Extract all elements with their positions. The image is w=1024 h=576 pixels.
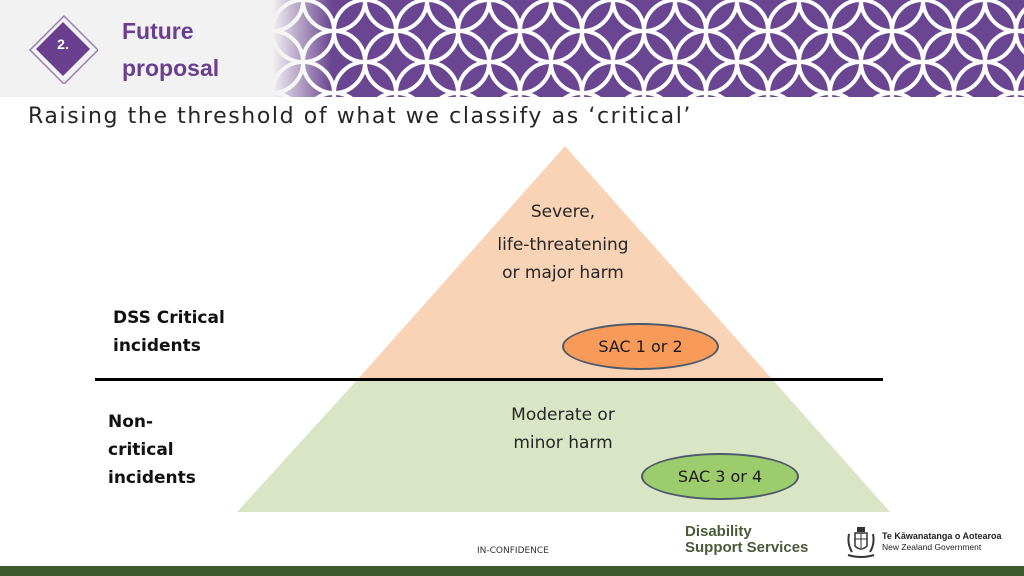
critical-incidents-label: DSS Critical incidents (113, 304, 225, 360)
top-text-line-2: life-threatening (497, 235, 629, 255)
decorative-pattern (272, 0, 1024, 97)
sac-1-2-badge: SAC 1 or 2 (562, 323, 719, 370)
page-title-line-1: Future (122, 18, 194, 44)
non-critical-label-line-2: critical (108, 440, 174, 460)
top-text-line-3: or major harm (502, 263, 624, 283)
page-title-line-2: proposal (122, 55, 220, 81)
section-badge (28, 14, 98, 84)
critical-label-line-1: DSS Critical (113, 308, 225, 328)
dss-logo-line-1: Disability (685, 523, 752, 540)
top-severity-text: Severe, (463, 198, 663, 226)
threshold-divider (95, 378, 883, 381)
govt-name-english: New Zealand Government (882, 542, 982, 552)
bottom-text-line-1: Moderate or (511, 405, 615, 425)
nz-coat-of-arms-icon (847, 527, 875, 558)
pyramid-top-section (357, 146, 773, 380)
dss-logo-line-2: Support Services (685, 539, 809, 556)
slide-subtitle: Raising the threshold of what we classif… (28, 104, 693, 129)
non-critical-incidents-label: Non- critical incidents (108, 408, 196, 492)
top-severity-text-2: life-threatening or major harm (463, 231, 663, 287)
nz-government-logo: Te Kāwanatanga o Aotearoa New Zealand Go… (882, 531, 1002, 553)
top-text-line-1: Severe, (530, 202, 596, 222)
footer-bar (0, 566, 1024, 576)
section-number: 2. (57, 36, 69, 52)
non-critical-label-line-3: incidents (108, 468, 196, 488)
critical-label-line-2: incidents (113, 336, 201, 356)
classification-label: IN-CONFIDENCE (477, 546, 549, 556)
non-critical-label-line-1: Non- (108, 412, 154, 432)
dss-logo: Disability Support Services (685, 524, 808, 556)
sac-3-4-badge: SAC 3 or 4 (641, 453, 799, 500)
govt-name-maori: Te Kāwanatanga o Aotearoa (882, 531, 1002, 541)
bottom-text-line-2: minor harm (513, 433, 613, 453)
bottom-severity-text: Moderate or minor harm (463, 401, 663, 457)
